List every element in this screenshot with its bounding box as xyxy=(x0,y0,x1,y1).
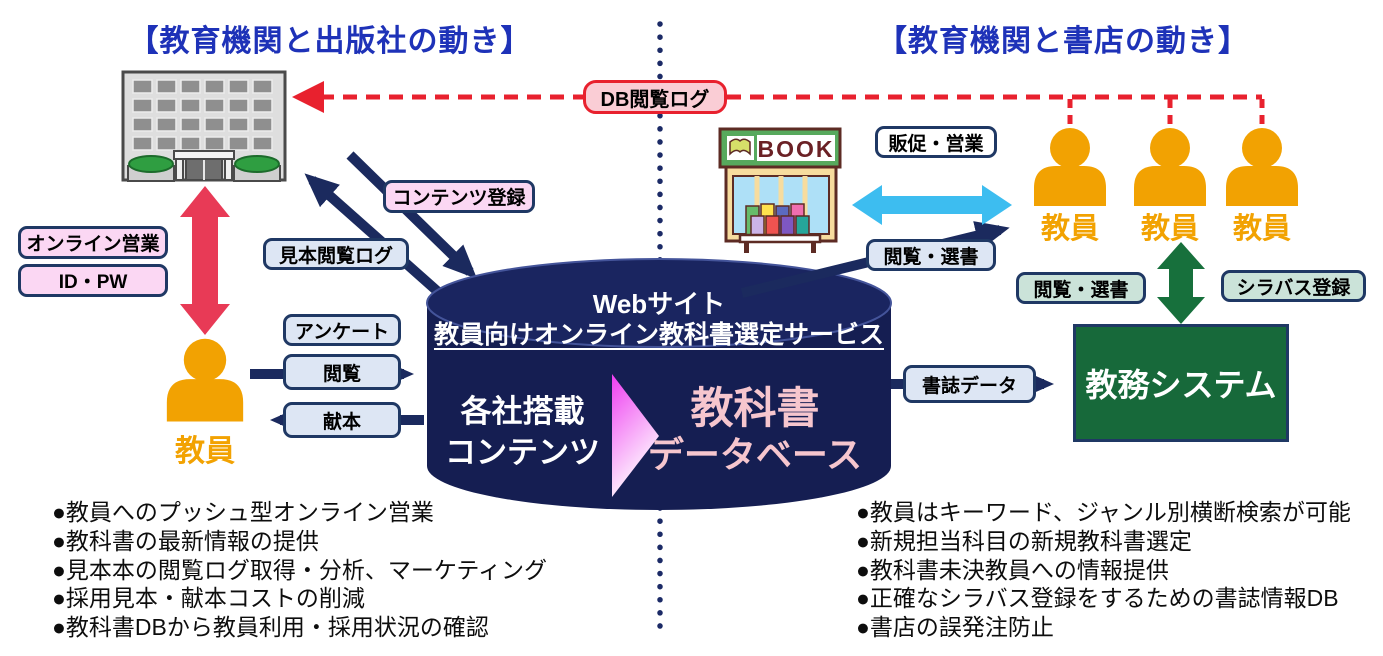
db-content-top: 各社搭載 xyxy=(460,394,585,429)
biblio-box: 書誌データ xyxy=(903,365,1036,403)
bookstore-icon: BOOK xyxy=(718,127,842,253)
title-right: 【教育機関と書店の動き】 xyxy=(877,25,1249,58)
left-teacher-label: 教員 xyxy=(175,435,235,468)
syllabus-box: シラバス登録 xyxy=(1221,270,1366,302)
promo-double-arrow xyxy=(852,185,1012,225)
book-sign-text: BOOK xyxy=(758,136,835,162)
db-service-label: 教員向けオンライン教科書選定サービス xyxy=(433,321,884,349)
db-log-box: DB閲覧ログ xyxy=(583,80,727,114)
textbook-database-cylinder xyxy=(426,258,892,510)
building-teacher-double-arrow xyxy=(180,186,230,335)
left-teacher-icon xyxy=(166,338,244,422)
right-teacher-label-2: 教員 xyxy=(1140,213,1199,245)
right-teacher-label-1: 教員 xyxy=(1040,213,1099,245)
id-pw-box: ID・PW xyxy=(18,264,168,297)
benefit-item: ●教科書DBから教員利用・採用状況の確認 xyxy=(52,614,489,641)
benefit-item: ●新規担当科目の新規教科書選定 xyxy=(856,527,1192,554)
db-log-arrowhead xyxy=(292,81,324,113)
content-register-box: コンテンツ登録 xyxy=(383,180,535,213)
kyomu-system-box: 教務システム xyxy=(1073,324,1289,442)
browse-select-right-box: 閲覧・選書 xyxy=(1016,272,1146,304)
right-teacher-label-3: 教員 xyxy=(1232,213,1291,245)
teacher-kyomu-double-arrow xyxy=(1157,242,1205,324)
benefit-item: ●教員はキーワード、ジャンル別横断検索が可能 xyxy=(856,499,1351,525)
benefit-item: ●正確なシラバス登録をするための書誌情報DB xyxy=(856,585,1339,612)
sample-log-box: 見本閲覧ログ xyxy=(263,238,409,270)
browse-select-left-box: 閲覧・選書 xyxy=(866,239,996,271)
db-textbook-top: 教科書 xyxy=(690,385,820,433)
donation-box: 献本 xyxy=(283,402,401,438)
benefit-item: ●教員へのプッシュ型オンライン営業 xyxy=(52,499,434,525)
db-log-dashed-line xyxy=(320,94,1265,126)
content-register-arrow xyxy=(346,151,478,279)
right-teachers-icons xyxy=(1034,128,1298,206)
db-textbook-bottom: データベース xyxy=(647,434,863,475)
title-left: 【教育機関と出版社の動き】 xyxy=(128,25,532,58)
survey-box: アンケート xyxy=(283,314,401,346)
db-triangle xyxy=(612,374,659,497)
db-website-label: Webサイト xyxy=(592,289,726,319)
building-db-arrows xyxy=(304,151,478,302)
benefit-item: ●教科書未決教員への情報提供 xyxy=(856,556,1169,583)
db-content-bottom: コンテンツ xyxy=(445,435,600,470)
bookstore-books xyxy=(745,203,810,236)
benefit-item: ●採用見本・献本コストの削減 xyxy=(52,585,365,612)
publisher-building-icon xyxy=(121,70,287,182)
promo-box: 販促・営業 xyxy=(875,126,997,158)
browse-box: 閲覧 xyxy=(283,354,401,390)
benefit-item: ●見本本の閲覧ログ取得・分析、マーケティング xyxy=(52,556,548,583)
benefit-item: ●書店の誤発注防止 xyxy=(856,614,1054,641)
benefit-item: ●教科書の最新情報の提供 xyxy=(52,527,319,554)
online-sales-box: オンライン営業 xyxy=(18,226,168,259)
benefits-left-list: ●教員へのプッシュ型オンライン営業 ●教科書の最新情報の提供 ●見本本の閲覧ログ… xyxy=(52,498,547,642)
benefits-right-list: ●教員はキーワード、ジャンル別横断検索が可能 ●新規担当科目の新規教科書選定 ●… xyxy=(856,498,1351,642)
